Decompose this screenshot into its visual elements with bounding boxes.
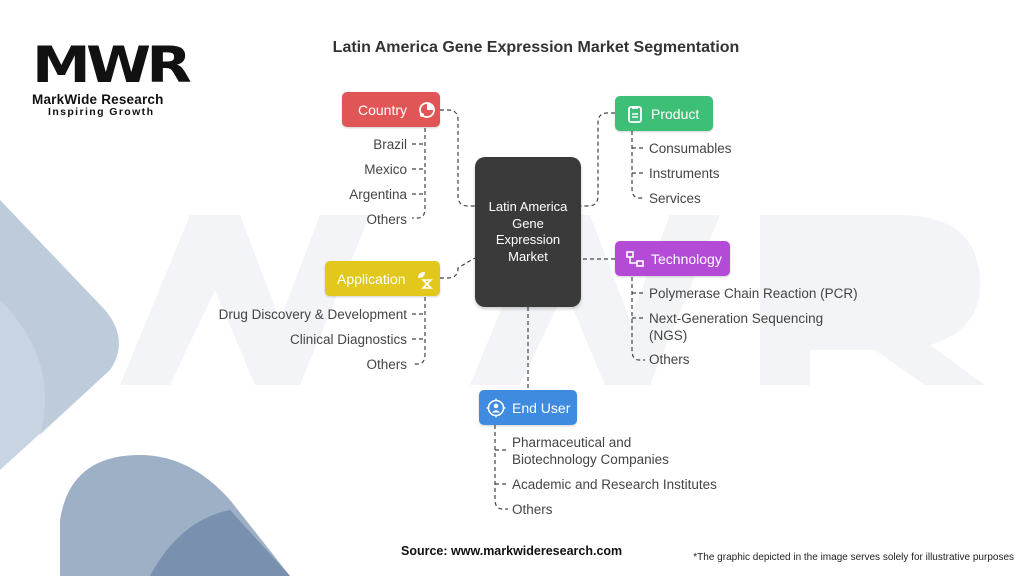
product-item: Instruments [649,166,720,181]
globe-pie-icon [417,100,437,120]
category-application-label: Application [337,270,406,287]
center-node: Latin America Gene Expression Market [475,157,581,307]
plant-hourglass-icon [414,269,434,289]
logo-mark: MWR [32,36,192,94]
brand-name: MarkWide Research [32,92,164,107]
network-icon [625,249,645,269]
technology-item: Polymerase Chain Reaction (PCR) [649,286,858,301]
category-end-user-label: End User [512,399,571,416]
technology-item: Others [649,352,690,367]
end-user-item: Academic and Research Institutes [512,477,717,492]
category-country-label: Country [358,101,408,118]
category-end-user: End User [479,390,577,425]
brand-tagline: Inspiring Growth [48,106,155,118]
page-title: Latin America Gene Expression Market Seg… [332,39,740,56]
source-credit: Source: www.markwideresearch.com [401,544,623,558]
end-user-item: Others [512,502,553,517]
country-item: Brazil [373,137,407,152]
disclaimer-note: *The graphic depicted in the image serve… [693,552,1014,563]
country-item: Others [366,212,407,227]
product-item: Consumables [649,141,732,156]
end-user-item: Pharmaceutical and Biotechnology Compani… [512,435,669,467]
brand-logo: MWR MarkWide Research Inspiring Growth [32,40,192,118]
category-application: Application [325,261,440,296]
category-technology: Technology [615,241,730,276]
category-country: Country [342,92,440,127]
product-item: Services [649,191,701,206]
application-item: Others [366,357,407,372]
technology-item: Next-Generation Sequencing (NGS) [649,311,824,343]
category-product-label: Product [651,105,700,122]
user-target-icon [486,398,506,418]
application-item: Clinical Diagnostics [289,332,407,347]
category-product: Product [615,96,713,131]
country-item: Mexico [364,162,407,177]
center-label: Latin America Gene Expression Market [488,199,568,264]
category-technology-label: Technology [651,250,722,267]
clipboard-icon [625,104,645,124]
country-item: Argentina [349,187,407,202]
application-item: Drug Discovery & Development [218,307,407,322]
